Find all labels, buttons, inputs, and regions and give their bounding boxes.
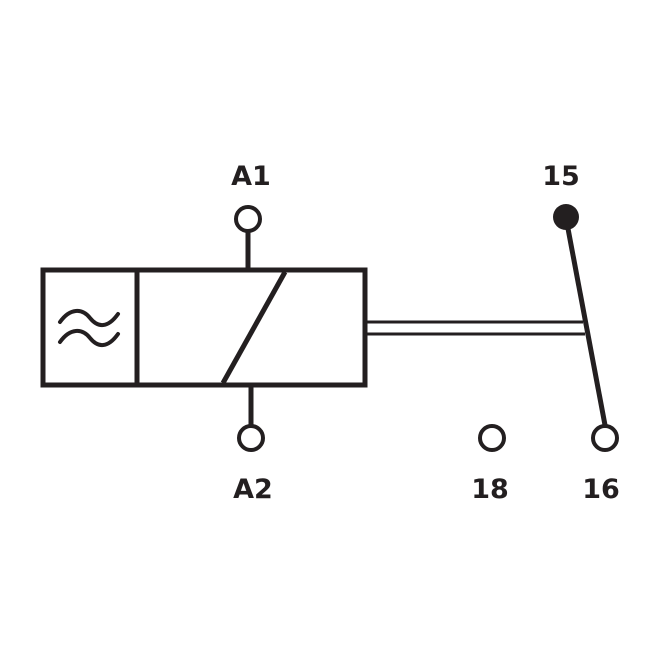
coil-winding-slash (220, 270, 288, 385)
t18-terminal (478, 424, 506, 452)
t16-terminal (591, 424, 619, 452)
contact-arm (563, 217, 608, 426)
coil-housing (40, 267, 368, 388)
a1-label: A1 (231, 161, 271, 192)
ac-symbol-icon (58, 309, 120, 347)
t15-terminal (553, 204, 579, 230)
a2-terminal (237, 424, 265, 452)
t16-label: 16 (582, 474, 620, 505)
t18-label: 18 (471, 474, 509, 505)
a1-terminal (234, 205, 262, 233)
t15-label: 15 (542, 161, 580, 192)
a2-label: A2 (233, 474, 273, 505)
